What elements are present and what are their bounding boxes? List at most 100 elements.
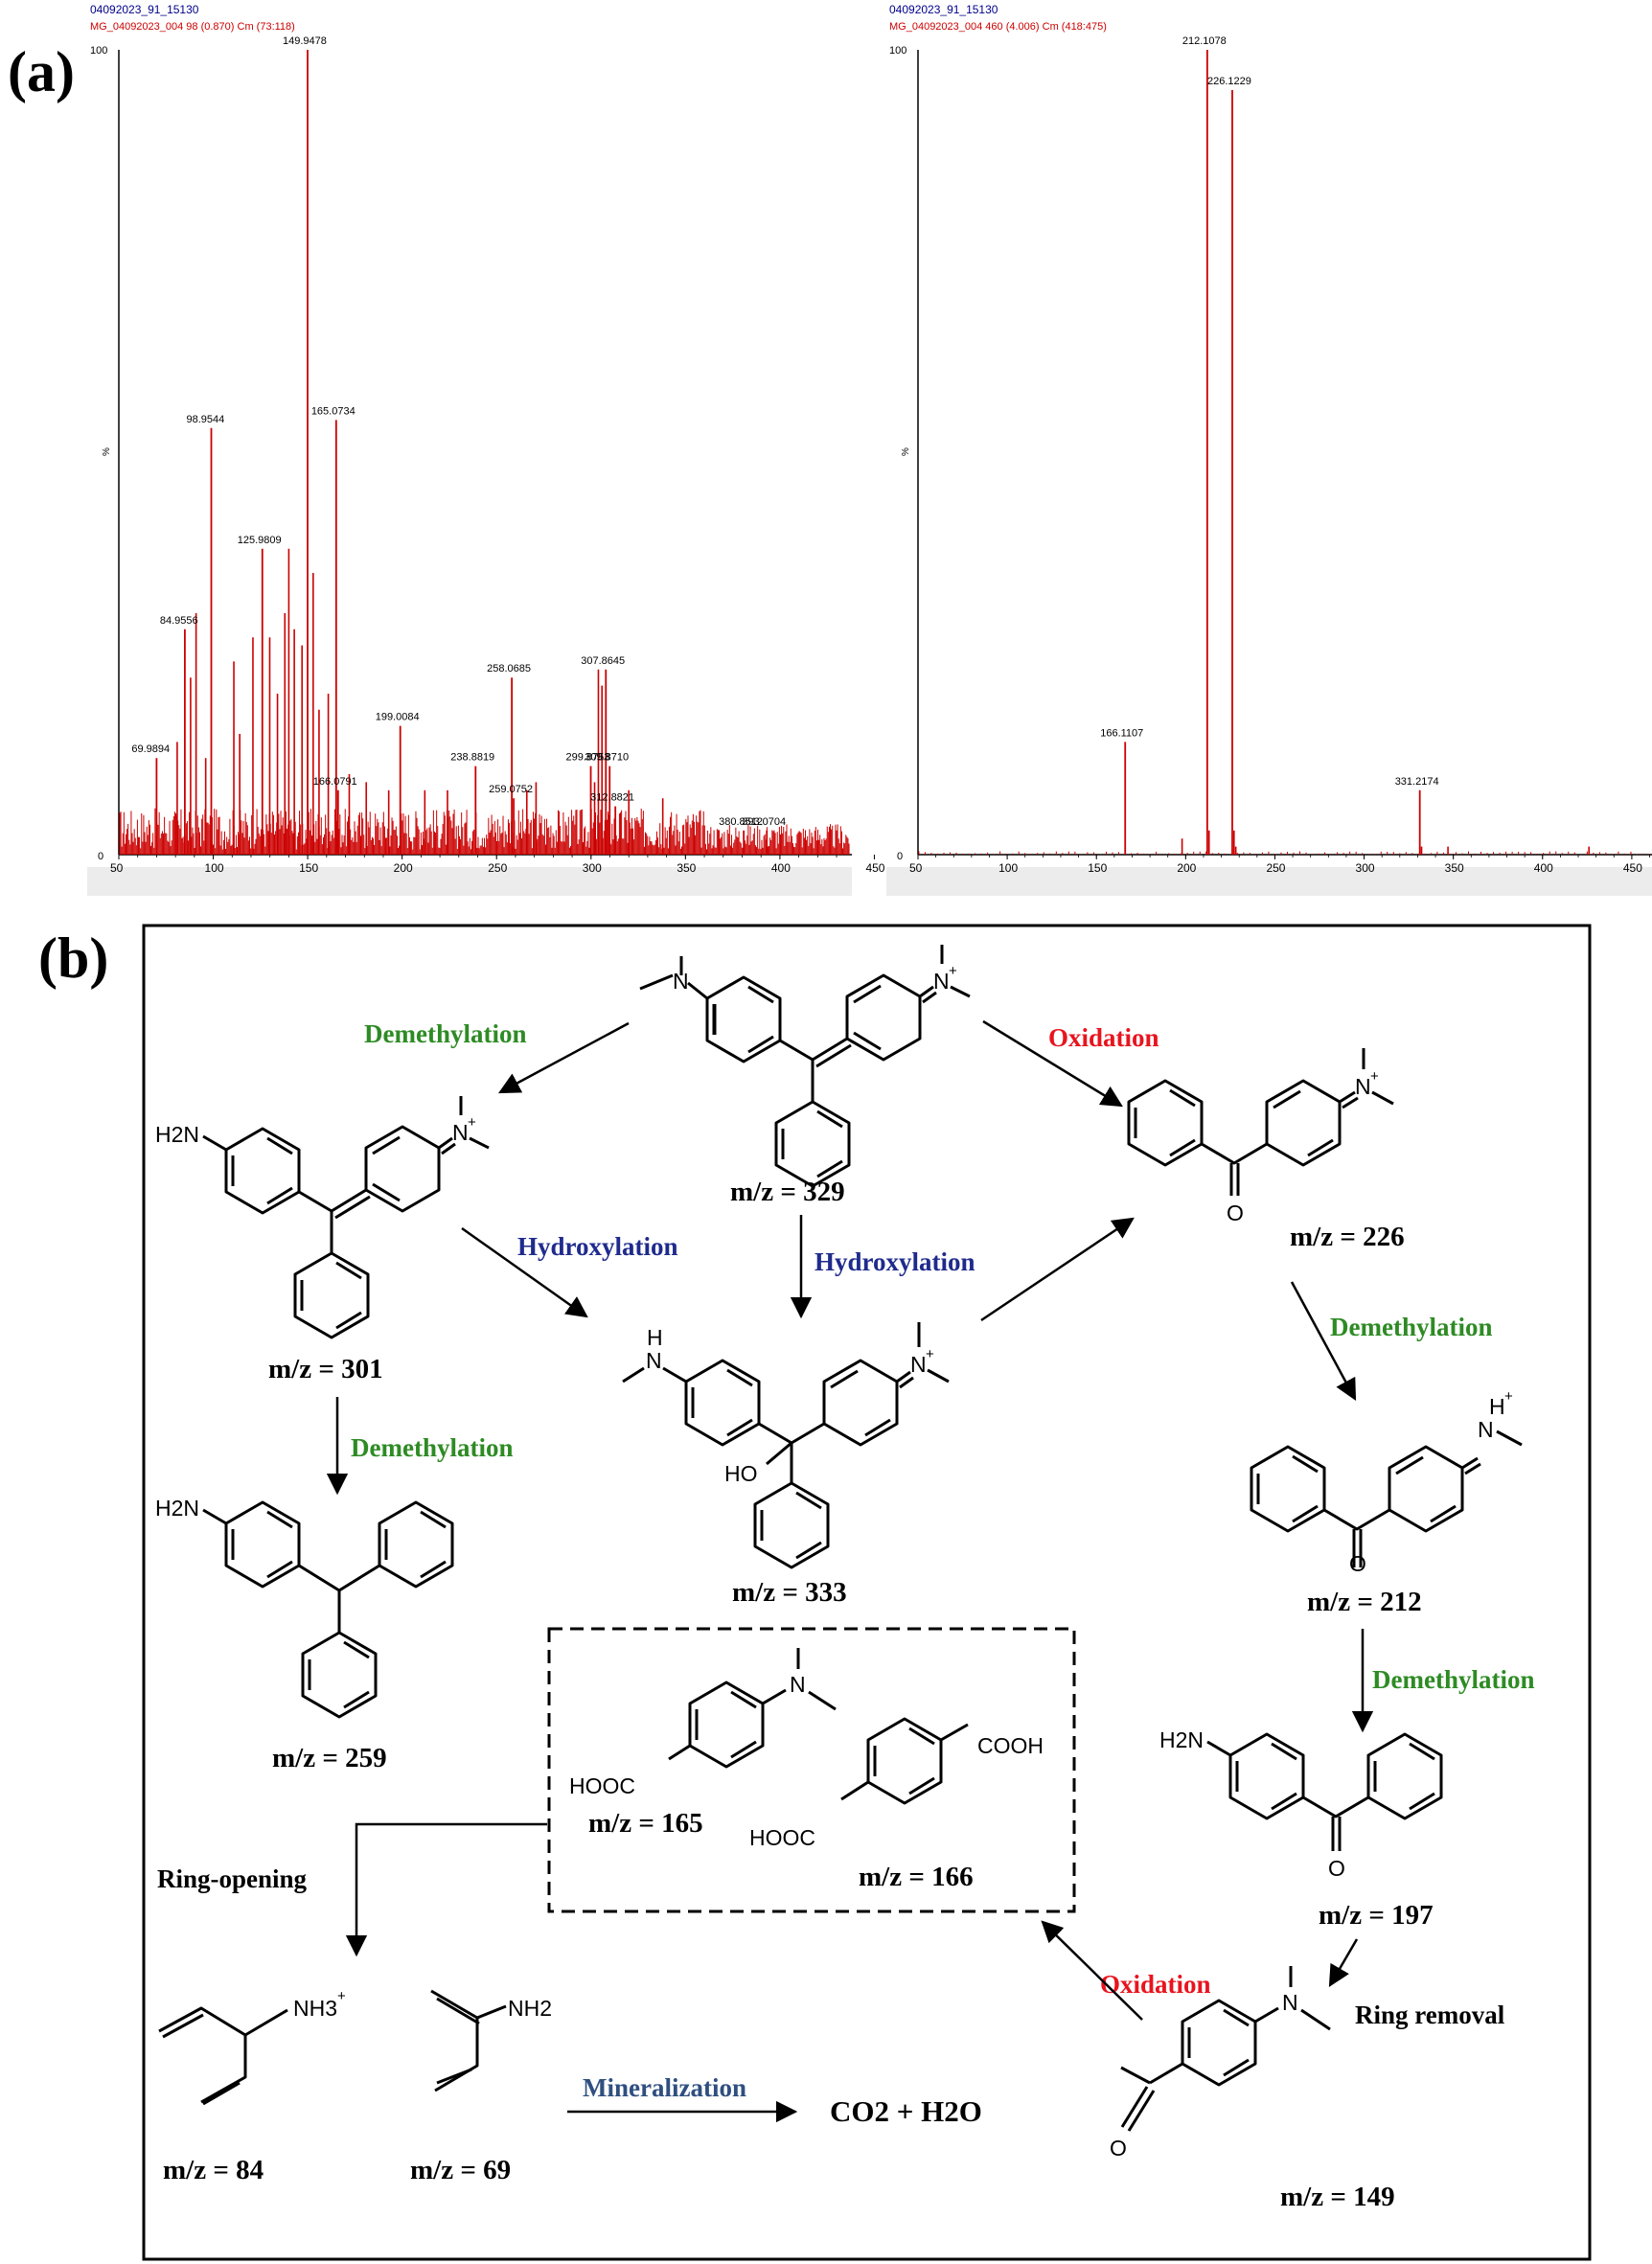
ring-phenyl-bottom <box>301 1631 378 1719</box>
bond-double <box>441 1142 456 1155</box>
ring-aryl <box>866 1717 943 1805</box>
peak-label: 212.1078 <box>1182 35 1227 47</box>
peak-label: 149.9478 <box>283 35 327 47</box>
peak-label: 165.0734 <box>311 405 356 417</box>
peak-label: 309.8710 <box>585 752 629 764</box>
atom-h: H <box>1489 1394 1505 1419</box>
arrow-333-to-226 <box>980 1217 1135 1322</box>
peak-label: 199.0084 <box>376 712 420 723</box>
ring-aryl <box>688 1681 765 1769</box>
x-tick-label: 150 <box>1088 861 1107 875</box>
ring-double <box>1223 2008 1250 2027</box>
step-ring-opening: Ring-opening <box>157 1864 308 1893</box>
peak-label: 98.9544 <box>186 414 224 425</box>
ring-double <box>372 1135 401 1155</box>
spectrum-left-ytick-0: 0 <box>98 851 103 862</box>
bond <box>622 1366 645 1384</box>
spectrum-left-noise-baseline <box>119 808 850 855</box>
bond-double <box>899 1376 914 1389</box>
ring-double <box>1307 1138 1334 1157</box>
mz-label-259: m/z = 259 <box>272 1743 387 1773</box>
spectrum-left-ylabel: % <box>102 447 112 456</box>
mz-label-165: m/z = 165 <box>588 1808 703 1839</box>
molecule-226: O N + m/z = 226 <box>1127 1048 1405 1252</box>
ring-double <box>1271 1742 1297 1761</box>
ring-double <box>266 1136 293 1155</box>
charge-plus: + <box>949 963 957 979</box>
atom-ho: HO <box>724 1461 758 1486</box>
bond-oh <box>766 1441 792 1466</box>
bond <box>202 1134 227 1152</box>
peak-label: 258.0685 <box>487 663 531 675</box>
ring-double <box>726 1418 753 1437</box>
ring-double <box>1430 1504 1457 1523</box>
ring-double <box>335 1261 362 1280</box>
spectrum-right-file-header: 04092023_91_15130 <box>889 3 998 16</box>
x-tick-label: 450 <box>865 861 884 875</box>
bond <box>1149 2062 1183 2085</box>
peak-label: 69.9894 <box>131 743 170 755</box>
molecule-329: N N + m/z = 329 <box>639 945 971 1207</box>
arrow-226-to-212 <box>1290 1281 1357 1401</box>
mz-label-301: m/z = 301 <box>268 1354 383 1384</box>
bond-iminium-double <box>922 991 937 1004</box>
ring-phenyl <box>1127 1079 1204 1167</box>
charge-plus: + <box>1504 1388 1513 1405</box>
ring-double <box>1223 2058 1250 2077</box>
x-tick-label: 400 <box>1534 861 1553 875</box>
bond-double <box>1339 1090 1356 1104</box>
bond <box>662 1366 687 1384</box>
atom-n: N <box>790 1672 806 1697</box>
x-tick-label: 150 <box>299 861 318 875</box>
mz-label-212: m/z = 212 <box>1307 1587 1422 1617</box>
atom-n: N <box>452 1120 469 1145</box>
arrow-329-to-226 <box>982 1019 1123 1108</box>
peak-label: 166.1107 <box>1100 727 1143 739</box>
molecule-333: H N HO N + m/z = 333 <box>622 1322 950 1608</box>
spectrum-left-x-ticks: 5010015020025030035040045050 <box>110 855 973 875</box>
bond-exocyclic-double <box>812 1037 848 1062</box>
atom-h2n: H2N <box>155 1496 199 1521</box>
arrow-329-to-301 <box>498 1021 630 1094</box>
bond <box>298 1564 380 1592</box>
bond <box>762 1688 787 1705</box>
atom-cooh: COOH <box>977 1733 1044 1758</box>
peak-label: 166.0791 <box>313 776 357 788</box>
x-tick-label: 250 <box>1266 861 1285 875</box>
ring-double <box>795 1491 822 1510</box>
step-oxidation-1: Oxidation <box>1048 1023 1159 1052</box>
x-tick-label: 50 <box>110 861 124 875</box>
charge-plus: + <box>926 1346 934 1362</box>
bond <box>476 2004 507 2020</box>
bond <box>758 1422 825 1445</box>
peak-label: 299.8753 <box>566 752 610 764</box>
atom-h: H <box>647 1325 663 1350</box>
step-demethylation-3: Demethylation <box>351 1433 513 1462</box>
bond-double <box>331 1188 367 1213</box>
spectrum-right-ytick-100: 100 <box>889 45 906 57</box>
ring-double <box>343 1640 370 1659</box>
molecule-197: H2N O m/z = 197 <box>1159 1727 1443 1931</box>
bond-double <box>436 2068 472 2085</box>
ring-phenyl <box>293 1251 370 1339</box>
ring-aryl <box>1181 1999 1257 2087</box>
spectrum-right-plot-area <box>886 0 1652 867</box>
ring-double <box>420 1560 447 1579</box>
x-tick-label: 100 <box>998 861 1018 875</box>
ring-aryl <box>224 1500 301 1589</box>
mz-label-197: m/z = 197 <box>1319 1900 1434 1931</box>
ring-cyclohexadiene <box>822 1359 899 1447</box>
bond <box>1371 1090 1394 1106</box>
bond <box>840 1780 869 1801</box>
mz-label-149: m/z = 149 <box>1280 2182 1395 2212</box>
mz-label-84: m/z = 84 <box>163 2155 264 2185</box>
ring-double <box>1395 1455 1424 1475</box>
ring-double <box>420 1510 447 1529</box>
ring-phenyl <box>1250 1445 1326 1533</box>
bond-double <box>896 1370 911 1384</box>
spectrum-left-plot-area <box>87 0 852 867</box>
atom-nh3: NH3 <box>293 1996 337 2021</box>
atom-n: N <box>1478 1417 1494 1442</box>
